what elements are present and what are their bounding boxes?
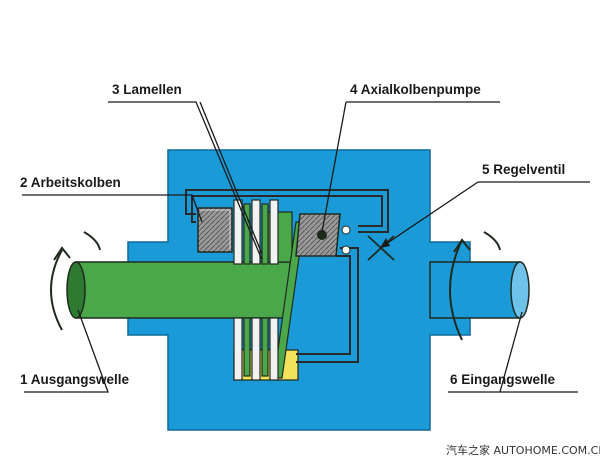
label-eingangswelle: 6 Eingangswelle — [450, 372, 556, 387]
clutch-discs-top — [233, 199, 279, 265]
working-piston — [197, 207, 233, 253]
label-axialkolbenpumpe: 4 Axialkolbenpumpe — [350, 82, 481, 97]
valve-arrowhead — [380, 238, 390, 248]
input-shaft-end — [510, 261, 530, 319]
label-regelventil: 5 Regelventil — [482, 162, 566, 177]
clutch-discs-bottom — [233, 317, 279, 381]
watermark: 汽车之家 AUTOHOME.COM.CN — [446, 444, 600, 457]
leader-lines — [22, 101, 590, 393]
label-ausgangswelle: 1 Ausgangswelle — [20, 372, 130, 387]
output-shaft — [70, 261, 291, 319]
pump-center — [317, 230, 327, 240]
label-lamellen: 3 Lamellen — [112, 82, 182, 97]
output-shaft-end — [66, 261, 86, 319]
label-arbeitskolben: 2 Arbeitskolben — [20, 175, 121, 190]
rotation-arrow-left — [50, 231, 101, 331]
input-shaft — [429, 261, 521, 319]
check-valves — [341, 225, 351, 255]
rotation-arrow-right — [449, 231, 501, 341]
